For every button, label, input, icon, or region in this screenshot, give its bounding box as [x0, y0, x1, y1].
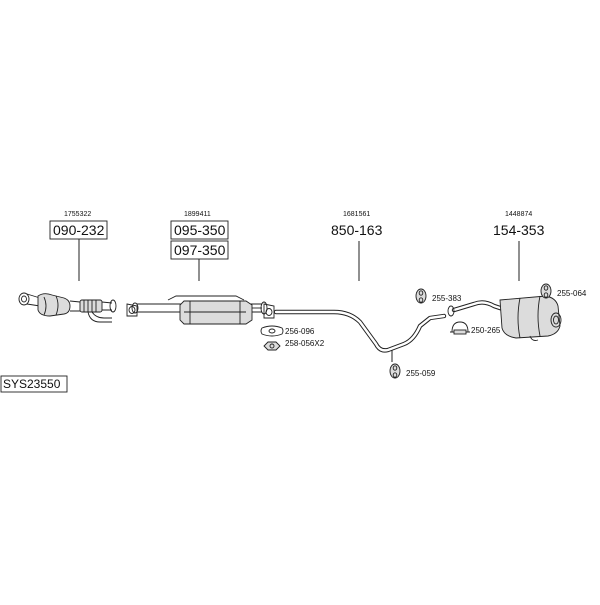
part-box-097-350[interactable]: 097-350 — [170, 240, 229, 260]
part-label-256-096: 256-096 — [285, 327, 315, 336]
flange-gasket-2 — [263, 303, 275, 319]
ref-number-4: 1448874 — [505, 211, 532, 218]
rear-silencer-part — [447, 295, 562, 341]
part-number-095-350: 095-350 — [174, 222, 226, 238]
rubber-hanger-part-255-064: 255-064 — [540, 283, 587, 299]
ref-number-3: 1681561 — [343, 211, 370, 218]
rubber-hanger-part-255-383: 255-383 — [415, 288, 462, 304]
part-number-850-163: 850-163 — [331, 222, 383, 238]
part-label-255-383: 255-383 — [432, 294, 462, 303]
gasket-part-256-096: 256-096 — [260, 325, 315, 337]
clamp-part-250-265: 250-265 — [450, 321, 501, 335]
centre-silencer-part — [131, 295, 268, 325]
front-pipe-catalyst-part — [18, 292, 117, 323]
nut-part-258-056x2: 258-056X2 — [263, 339, 325, 351]
part-label-250-265: 250-265 — [471, 326, 501, 335]
ref-number-2: 1899411 — [184, 211, 211, 218]
part-box-090-232[interactable]: 090-232 — [49, 220, 108, 240]
part-label-258-056x2: 258-056X2 — [285, 339, 325, 348]
ref-number-1: 1755322 — [64, 211, 91, 218]
rubber-hanger-part-255-059: 255-059 — [389, 363, 436, 379]
part-box-095-350[interactable]: 095-350 — [170, 220, 229, 240]
part-label-255-059: 255-059 — [406, 369, 436, 378]
intermediate-pipe-part — [273, 309, 447, 362]
system-code-box: SYS23550 — [0, 375, 68, 393]
part-number-154-353: 154-353 — [493, 222, 545, 238]
system-code: SYS23550 — [3, 377, 61, 391]
part-number-090-232: 090-232 — [53, 222, 105, 238]
part-label-255-064: 255-064 — [557, 289, 587, 298]
part-number-097-350: 097-350 — [174, 242, 226, 258]
